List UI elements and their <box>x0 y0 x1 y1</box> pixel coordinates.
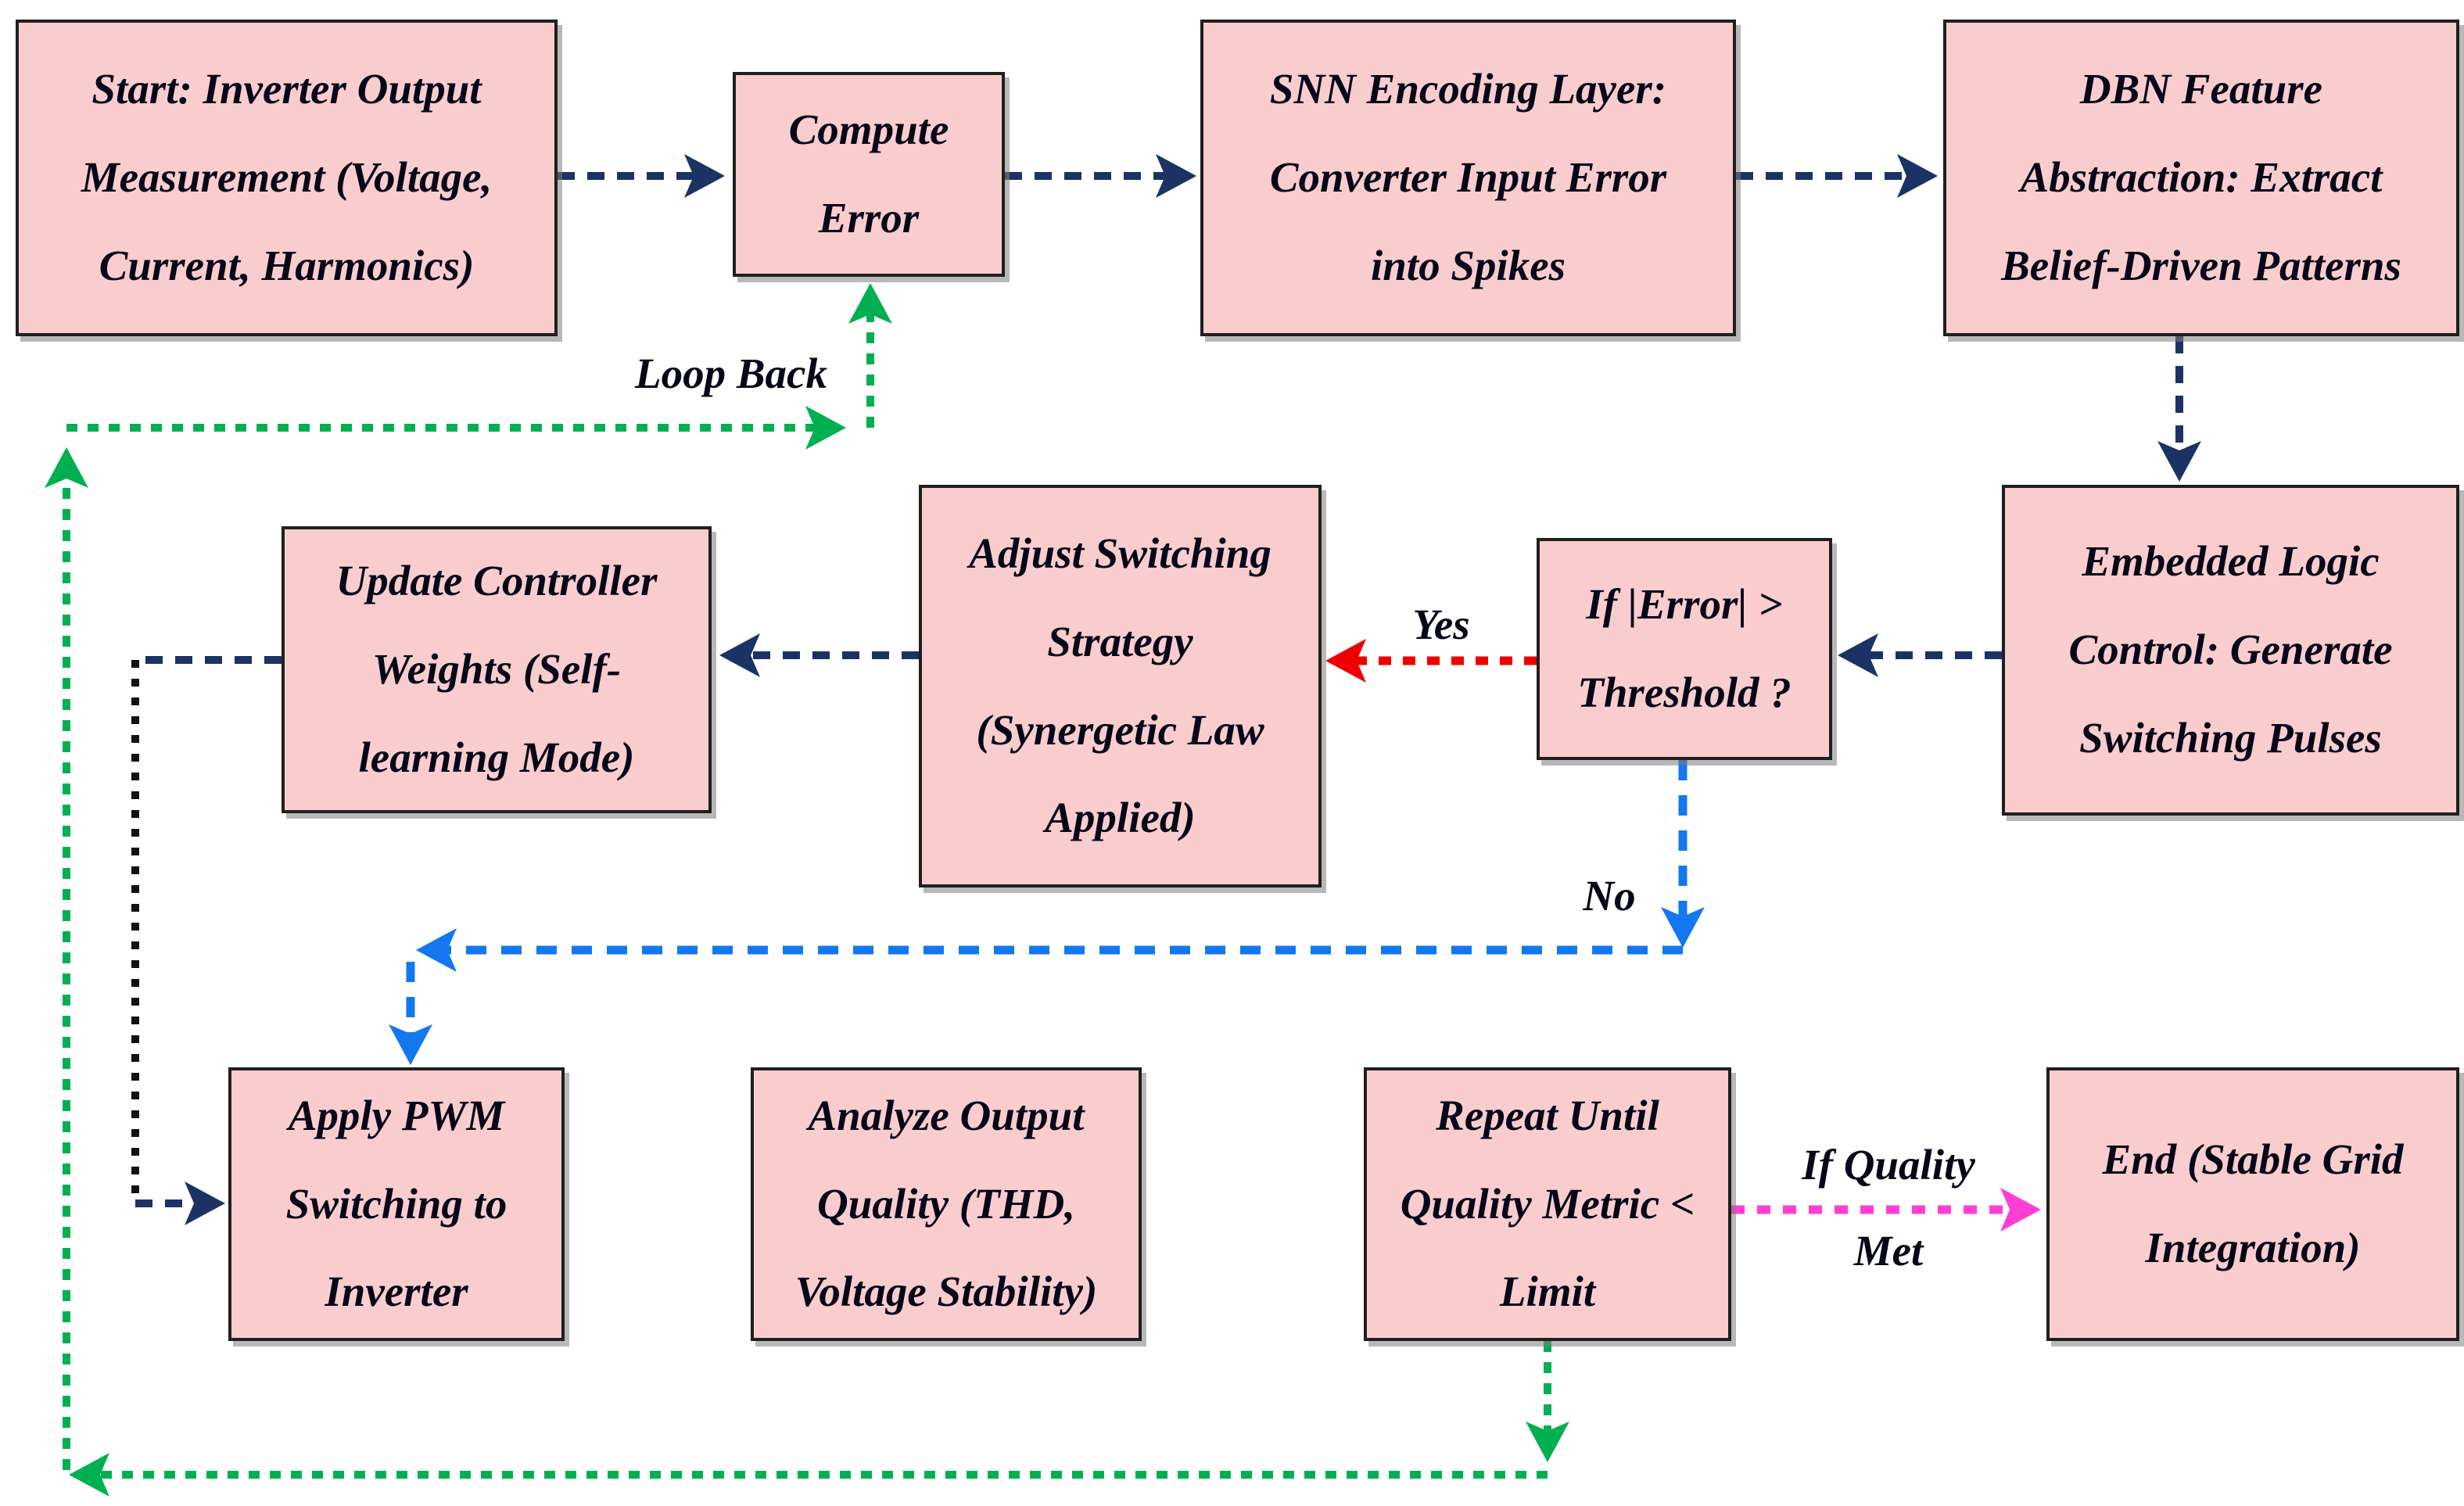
node-update-controller-label: Update Controller Weights (Self- learnin… <box>335 557 658 781</box>
node-embedded-logic-label: Embedded Logic Control: Generate Switchi… <box>2068 537 2393 762</box>
node-dbn-feature: DBN Feature Abstraction: Extract Belief-… <box>1943 20 2459 336</box>
node-compute-error-label: Compute Error <box>788 106 949 242</box>
arrowhead-yes-red <box>1325 639 1366 683</box>
arrowhead-loop-into-compute <box>848 283 892 324</box>
arrowhead-quality-met-arrow <box>2000 1188 2041 1232</box>
node-adjust-switching: Adjust Switching Strategy (Synergetic La… <box>919 485 1322 887</box>
arrowhead-no-drop <box>1661 907 1705 948</box>
node-apply-pwm-label: Apply PWM Switching to Inverter <box>285 1091 508 1316</box>
arrowhead-no-across <box>416 928 457 972</box>
node-analyze-output-label: Analyze Output Quality (THD, Voltage Sta… <box>794 1091 1098 1316</box>
node-error-threshold-label: If |Error| > Threshold ? <box>1577 580 1792 716</box>
arrowhead-loop-bottom <box>69 1453 109 1497</box>
node-adjust-switching-label: Adjust Switching Strategy (Synergetic La… <box>969 529 1271 842</box>
arrowhead-repeat-drop <box>1526 1422 1569 1462</box>
arrowhead-loop-left-rise <box>45 447 88 488</box>
node-embedded-logic: Embedded Logic Control: Generate Switchi… <box>2002 485 2459 816</box>
arrowhead-compute-to-snn <box>1156 154 1196 198</box>
arrowhead-embedded-to-if <box>1838 633 1878 677</box>
node-compute-error: Compute Error <box>733 72 1005 277</box>
label-yes: Yes <box>1412 601 1470 648</box>
node-end-label: End (Stable Grid Integration) <box>2102 1135 2404 1271</box>
node-repeat-until: Repeat Until Quality Metric < Limit <box>1364 1067 1731 1341</box>
arrowhead-adjust-to-update <box>719 633 760 677</box>
node-start-label: Start: Inverter Output Measurement (Volt… <box>81 65 493 289</box>
label-if-quality-met: If Quality Met <box>1802 1141 1975 1275</box>
node-snn-encoding: SNN Encoding Layer: Converter Input Erro… <box>1200 20 1736 336</box>
label-no: No <box>1583 872 1636 920</box>
arrowhead-no-into-apply <box>389 1024 432 1065</box>
label-loop-back: Loop Back <box>635 350 827 397</box>
node-repeat-until-label: Repeat Until Quality Metric < Limit <box>1400 1091 1695 1316</box>
arrowhead-snn-to-dbn <box>1897 154 1938 198</box>
arrowhead-dbn-to-embedded <box>2157 441 2201 482</box>
node-dbn-feature-label: DBN Feature Abstraction: Extract Belief-… <box>2001 65 2401 289</box>
node-analyze-output: Analyze Output Quality (THD, Voltage Sta… <box>751 1067 1142 1341</box>
node-snn-encoding-label: SNN Encoding Layer: Converter Input Erro… <box>1269 65 1667 289</box>
arrowhead-into-apply <box>185 1181 225 1225</box>
arrowhead-loop-top-across <box>805 406 846 450</box>
node-start: Start: Inverter Output Measurement (Volt… <box>16 20 558 336</box>
node-update-controller: Update Controller Weights (Self- learnin… <box>282 526 712 813</box>
arrowhead-start-to-compute <box>684 154 725 198</box>
node-end: End (Stable Grid Integration) <box>2046 1067 2459 1341</box>
node-error-threshold: If |Error| > Threshold ? <box>1537 538 1832 760</box>
node-apply-pwm: Apply PWM Switching to Inverter <box>228 1067 565 1341</box>
